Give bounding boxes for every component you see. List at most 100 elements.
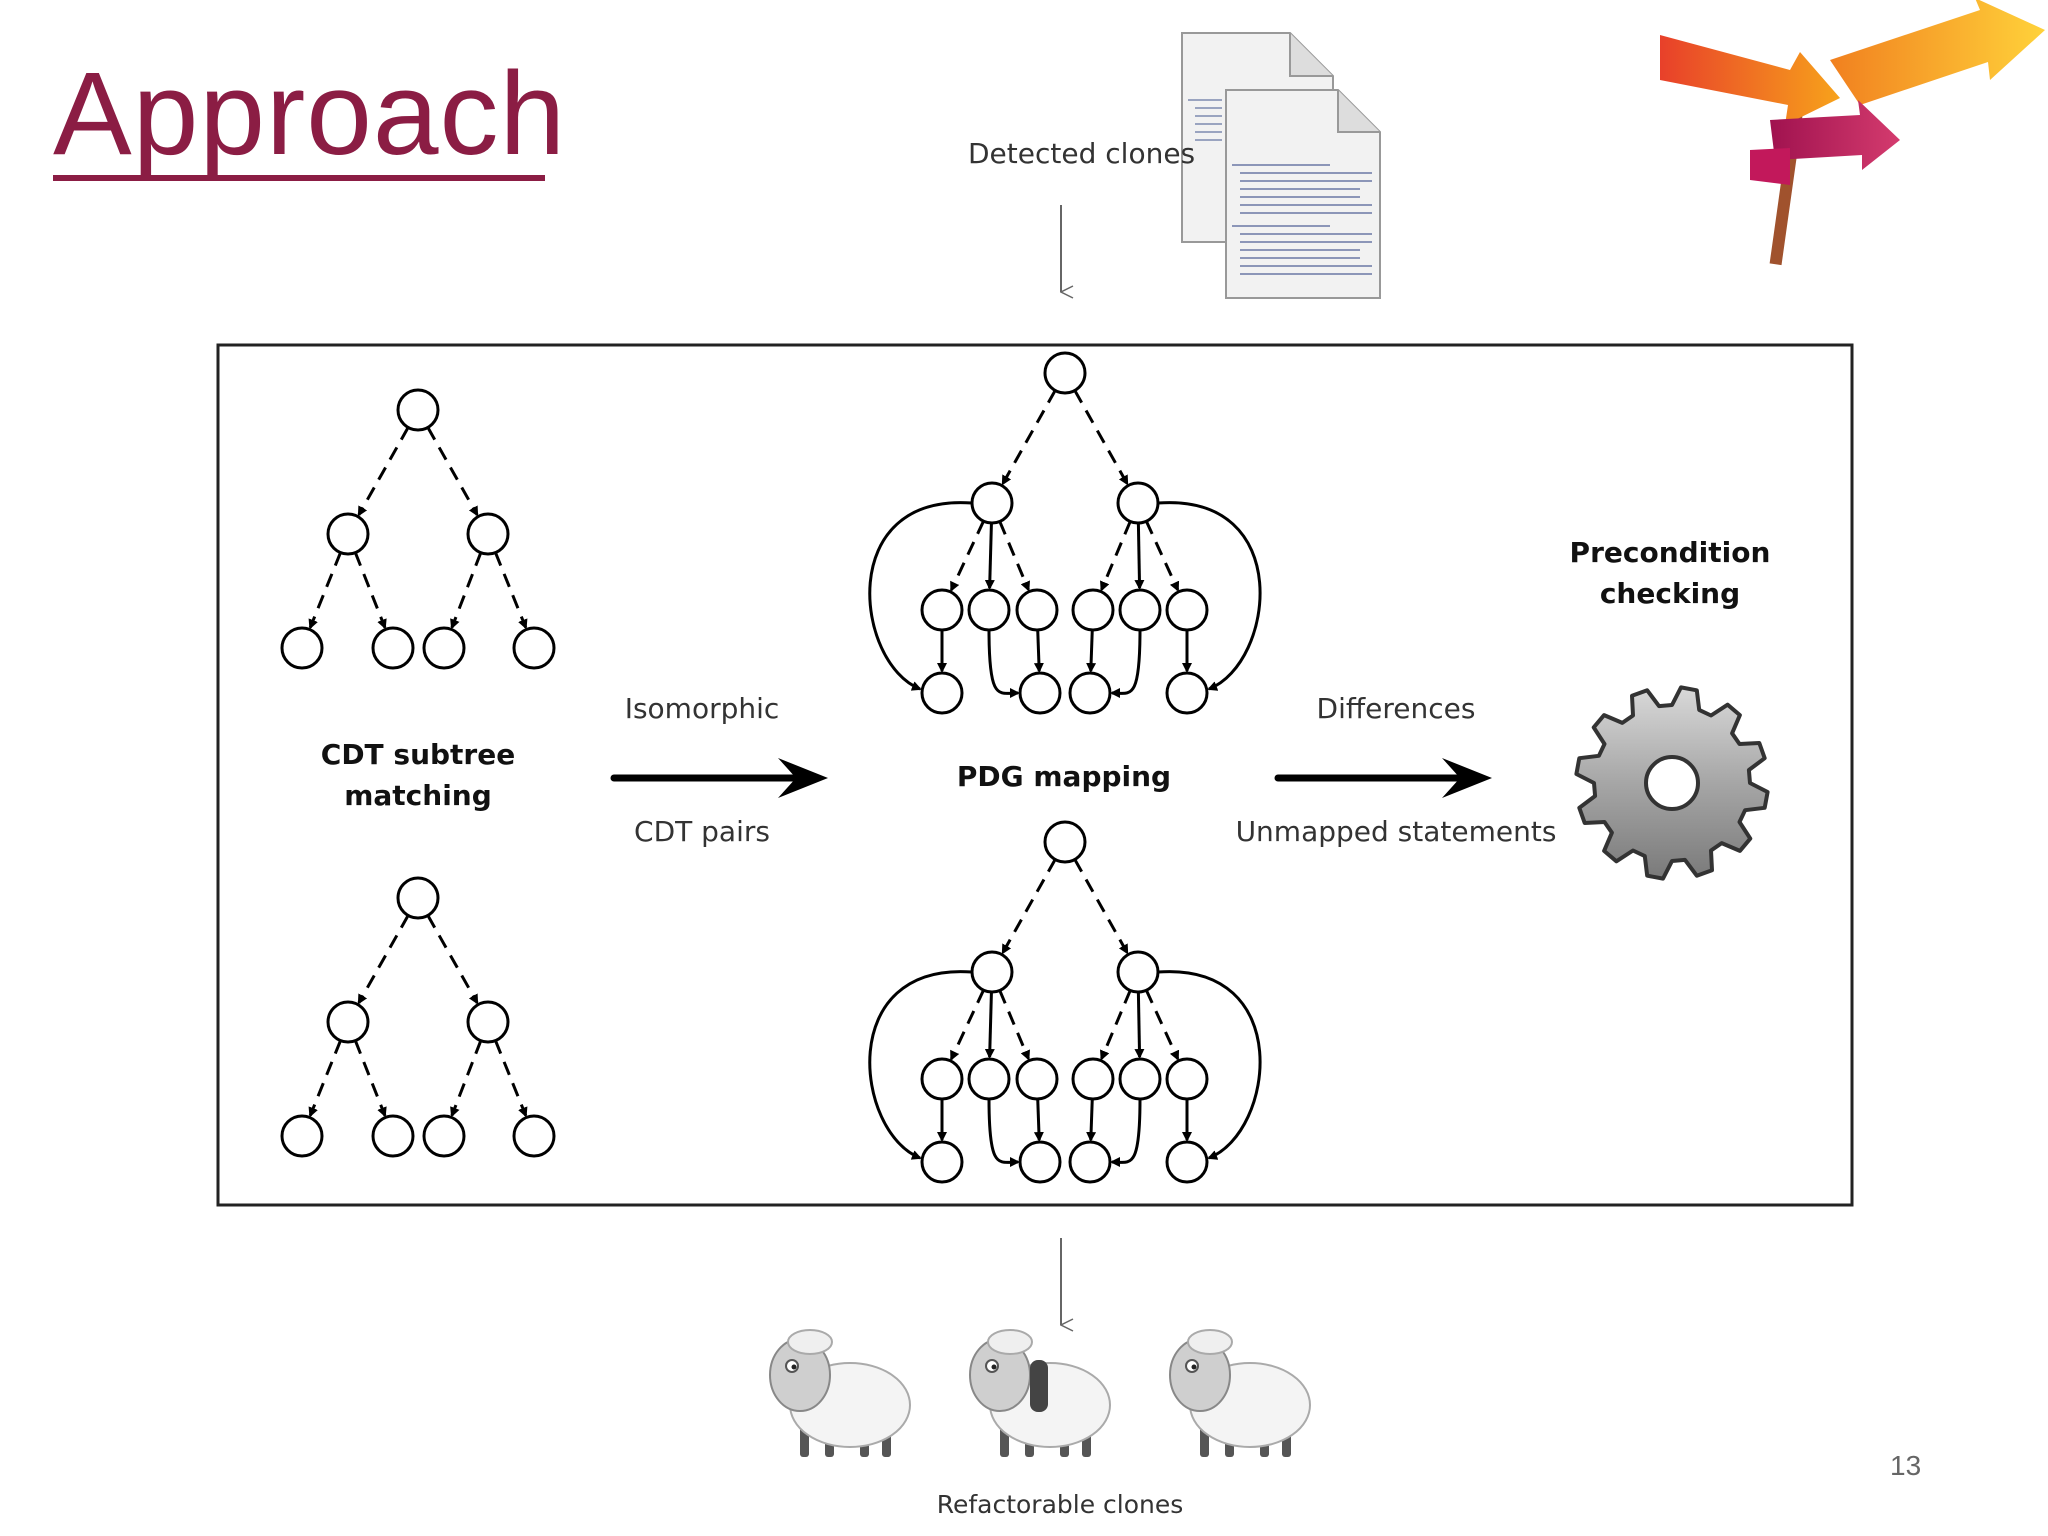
graph-node bbox=[920, 671, 964, 715]
pdg-edge bbox=[1144, 989, 1180, 1061]
stage3-label-line1: Precondition bbox=[1569, 536, 1771, 569]
graph-node bbox=[396, 388, 440, 432]
pdg-curved-edge bbox=[1157, 501, 1262, 691]
graph-node bbox=[396, 876, 440, 920]
arrow2-top-label: Differences bbox=[1316, 692, 1476, 725]
graph-node bbox=[1018, 1140, 1062, 1184]
graph-node bbox=[1165, 1140, 1209, 1184]
cdt-tree bbox=[280, 388, 556, 670]
pdg-curved-edge bbox=[868, 970, 973, 1160]
arrow1-bottom-label: CDT pairs bbox=[634, 815, 770, 848]
pdg-edge bbox=[998, 520, 1030, 592]
pdg-edge bbox=[1086, 629, 1097, 674]
pdg-edge bbox=[1100, 520, 1132, 592]
cdt-edge bbox=[357, 426, 410, 517]
graph-node bbox=[280, 626, 324, 670]
process-frame bbox=[216, 343, 1854, 1207]
cdt-edge bbox=[450, 1040, 483, 1118]
refactorable-clones-label: Refactorable clones bbox=[936, 1490, 1184, 1519]
cdt-edge bbox=[308, 1039, 342, 1118]
pdg-edge bbox=[1086, 1098, 1097, 1143]
graph-node bbox=[1165, 1057, 1209, 1101]
graph-node bbox=[1015, 1057, 1059, 1101]
pdg-curved-edge bbox=[1110, 1098, 1142, 1168]
pdg-graph bbox=[868, 820, 1262, 1184]
pdg-edge bbox=[1001, 389, 1057, 486]
graph-node bbox=[512, 626, 556, 670]
graph-node bbox=[920, 1140, 964, 1184]
stage2-label: PDG mapping bbox=[956, 760, 1172, 793]
sheep-icon bbox=[769, 1329, 911, 1457]
arrow2-bottom-label: Unmapped statements bbox=[1235, 815, 1557, 848]
graph-node bbox=[422, 626, 466, 670]
graph-node bbox=[280, 1114, 324, 1158]
graph-node bbox=[371, 626, 415, 670]
graph-node bbox=[1043, 820, 1087, 864]
graph-node bbox=[466, 1000, 510, 1044]
pdg-edge bbox=[1073, 858, 1129, 955]
cdt-edge bbox=[494, 551, 528, 630]
graph-node bbox=[371, 1114, 415, 1158]
cdt-edge bbox=[426, 426, 479, 517]
document-icon bbox=[1181, 32, 1381, 299]
pdg-edge bbox=[949, 989, 985, 1061]
isomorphic-arrow bbox=[610, 758, 828, 798]
pdg-graphs bbox=[868, 351, 1262, 1184]
graph-node bbox=[920, 1057, 964, 1101]
graph-node bbox=[1068, 1140, 1112, 1184]
cdt-trees bbox=[280, 388, 556, 1158]
cdt-edge bbox=[494, 1039, 528, 1118]
stage1-label-line2: matching bbox=[344, 779, 492, 812]
cdt-tree bbox=[280, 876, 556, 1158]
graph-node bbox=[1018, 671, 1062, 715]
cdt-edge bbox=[308, 551, 342, 630]
cdt-edge bbox=[426, 914, 479, 1005]
graph-node bbox=[1071, 1057, 1115, 1101]
gear-hole bbox=[1644, 755, 1700, 811]
cdt-edge bbox=[357, 914, 410, 1005]
graph-node bbox=[1116, 950, 1160, 994]
graph-node bbox=[1068, 671, 1112, 715]
pdg-edge bbox=[1144, 520, 1180, 592]
pdg-graph bbox=[868, 351, 1262, 715]
graph-node bbox=[326, 1000, 370, 1044]
pdg-edge bbox=[949, 520, 985, 592]
pdg-edge bbox=[1073, 389, 1129, 486]
pdg-edge bbox=[1001, 858, 1057, 955]
graph-node bbox=[1118, 1057, 1162, 1101]
pdg-edge bbox=[998, 989, 1030, 1061]
graph-node bbox=[1071, 588, 1115, 632]
signpost-arrows-logo bbox=[1660, 0, 2045, 266]
graph-node bbox=[967, 588, 1011, 632]
slide-title: Approach bbox=[53, 48, 567, 180]
pdg-edge bbox=[1033, 629, 1044, 674]
differences-arrow bbox=[1274, 758, 1492, 798]
graph-node bbox=[1015, 588, 1059, 632]
graph-node bbox=[466, 512, 510, 556]
page-number: 13 bbox=[1890, 1450, 1922, 1481]
pdg-edge bbox=[1100, 989, 1132, 1061]
pdg-edge bbox=[984, 991, 995, 1060]
pdg-curved-edge bbox=[868, 501, 973, 691]
pdg-curved-edge bbox=[1110, 629, 1142, 699]
pdg-edge bbox=[1033, 1098, 1044, 1143]
cdt-edge bbox=[353, 552, 387, 630]
graph-node bbox=[512, 1114, 556, 1158]
pdg-edge bbox=[984, 522, 995, 591]
graph-node bbox=[967, 1057, 1011, 1101]
pdg-curved-edge bbox=[987, 1098, 1020, 1168]
sheep-icons bbox=[769, 1329, 1311, 1457]
graph-node bbox=[1118, 588, 1162, 632]
graph-node bbox=[1165, 671, 1209, 715]
cdt-edge bbox=[353, 1040, 387, 1118]
detected-clones-label: Detected clones bbox=[968, 137, 1196, 170]
cdt-edge bbox=[450, 552, 483, 630]
graph-node bbox=[1165, 588, 1209, 632]
graph-node bbox=[1116, 481, 1160, 525]
stage3-label-line2: checking bbox=[1599, 577, 1741, 610]
stage1-label-line1: CDT subtree bbox=[320, 738, 516, 771]
title-underline bbox=[53, 175, 545, 181]
pdg-curved-edge bbox=[987, 629, 1020, 699]
arrow1-top-label: Isomorphic bbox=[624, 692, 780, 725]
